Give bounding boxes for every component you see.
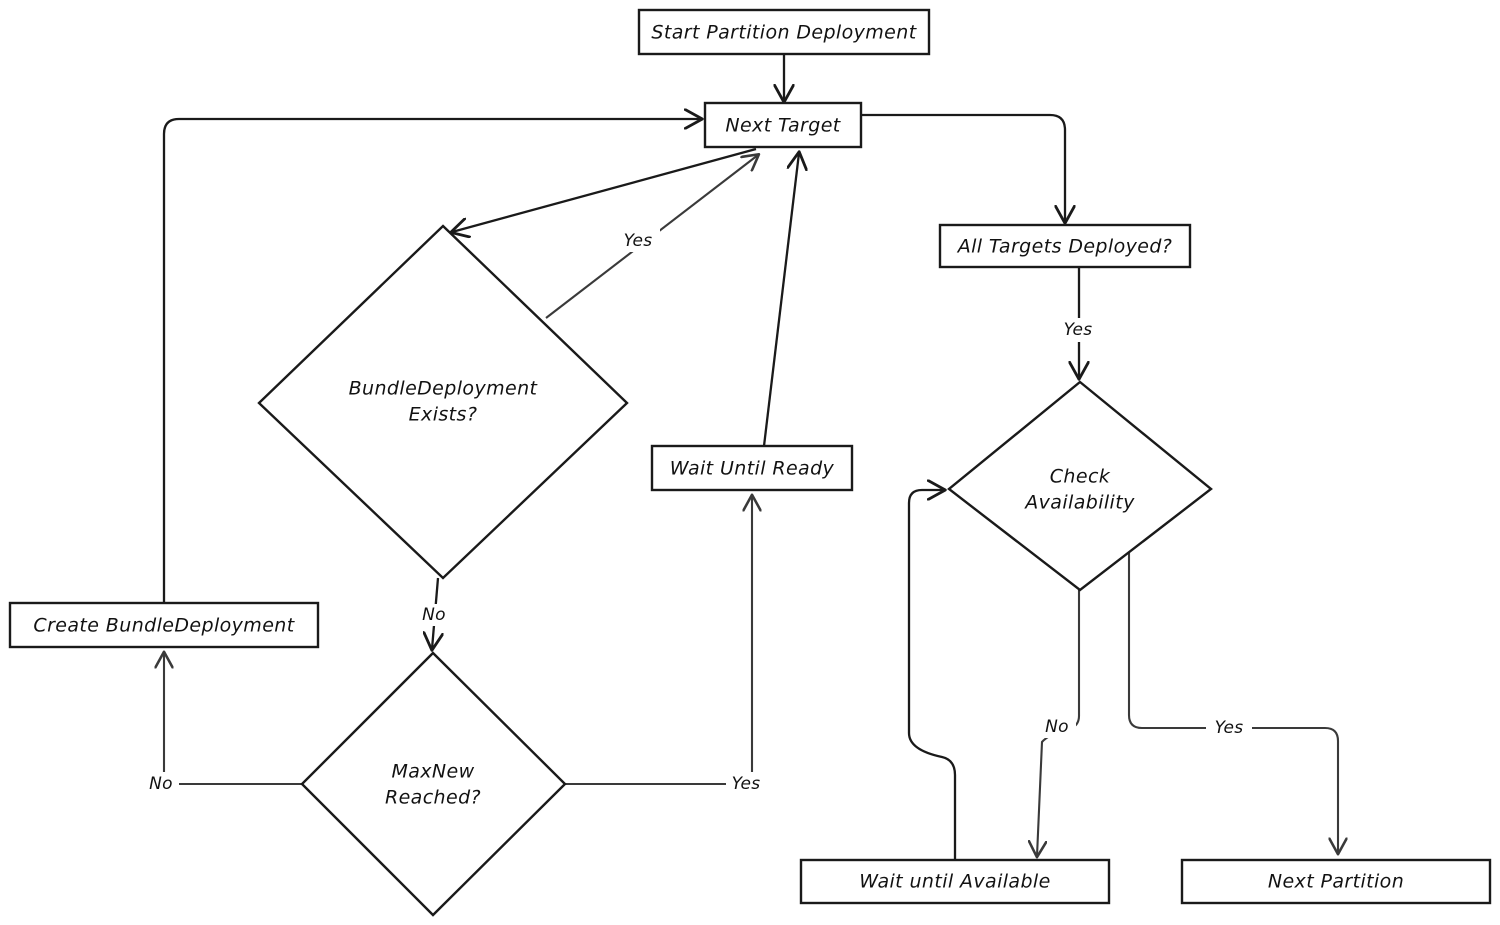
edge-maxnew-yes-to-wait-ready: Yes	[565, 496, 768, 796]
edge-label-bg	[1040, 714, 1076, 738]
node-next-target[interactable]: Next Target	[703, 101, 863, 149]
node-shape-rect	[1180, 858, 1492, 905]
edge-check-avail-no-to-wait-avail: No	[1037, 590, 1081, 856]
edge-all-deployed-yes-to-check-avail: Yes	[1056, 268, 1100, 378]
node-label-all-deployed: All Targets Deployed?	[956, 236, 1173, 258]
edge-maxnew-no-to-create-bd: No	[143, 653, 302, 796]
edge-next-target-to-all-deployed	[861, 113, 1065, 222]
node-label-check-avail-line1: Check	[1050, 466, 1111, 488]
edge-bd-exists-no-to-maxnew: No	[415, 577, 449, 649]
edge-next-target-to-bd-exists	[452, 147, 757, 232]
edge-label-check-no: No	[1045, 717, 1069, 737]
edge-label-bg	[1056, 318, 1100, 342]
node-label-maxnew-line1: MaxNew	[391, 761, 474, 783]
edge-label-bg	[614, 228, 660, 252]
node-label-bd-exists-line2: Exists?	[409, 404, 478, 426]
node-label-wait-ready: Wait Until Ready	[670, 458, 835, 480]
node-label-maxnew-line2: Reached?	[385, 787, 481, 809]
edge-bd-exists-yes-to-next-target: Yes	[545, 155, 758, 319]
edge-label-bg	[415, 604, 449, 626]
edge-label-maxnew-no: No	[149, 774, 173, 794]
edge-label-bg	[1206, 716, 1252, 740]
node-bundledeployment-exists[interactable]: BundleDeployment Exists?	[257, 224, 629, 580]
node-next-partition[interactable]: Next Partition	[1180, 858, 1492, 905]
edge-label-bg	[726, 772, 768, 796]
node-all-targets-deployed[interactable]: All Targets Deployed?	[938, 223, 1192, 269]
node-label-bd-exists-line1: BundleDeployment	[349, 378, 539, 400]
node-label-next-target: Next Target	[725, 115, 841, 137]
edge-wait-avail-to-check-avail	[907, 490, 957, 903]
node-shape-diamond	[947, 380, 1213, 592]
edge-label-bg	[143, 772, 179, 796]
node-shape-diamond	[300, 651, 567, 917]
edge-create-bd-to-next-target	[162, 119, 701, 603]
node-check-availability[interactable]: Check Availability	[947, 380, 1213, 592]
node-shape-rect	[703, 101, 863, 149]
node-start-partition-deployment[interactable]: Start Partition Deployment	[637, 8, 931, 56]
edge-label-all-deployed-yes: Yes	[1064, 320, 1093, 340]
node-wait-until-available[interactable]: Wait until Available	[799, 858, 1111, 905]
node-shape-rect	[799, 858, 1111, 905]
node-label-wait-avail: Wait until Available	[859, 871, 1050, 893]
edge-label-maxnew-yes: Yes	[732, 774, 761, 794]
node-create-bundledeployment[interactable]: Create BundleDeployment	[8, 601, 320, 649]
node-shape-diamond	[257, 224, 629, 580]
node-maxnew-reached[interactable]: MaxNew Reached?	[300, 651, 567, 917]
node-label-start: Start Partition Deployment	[651, 22, 917, 44]
node-shape-rect	[938, 223, 1192, 269]
node-shape-rect	[8, 601, 320, 649]
edge-check-avail-yes-to-next-part: Yes	[1127, 543, 1338, 853]
edge-label-check-yes: Yes	[1215, 718, 1244, 738]
node-shape-rect	[650, 444, 854, 492]
node-label-create-bd: Create BundleDeployment	[33, 615, 295, 637]
node-shape-rect	[637, 8, 931, 56]
edge-wait-ready-to-next-target	[762, 153, 799, 447]
edge-label-bd-no: No	[422, 605, 446, 625]
node-wait-until-ready[interactable]: Wait Until Ready	[650, 444, 854, 492]
node-label-next-part: Next Partition	[1268, 871, 1404, 893]
node-label-check-avail-line2: Availability	[1023, 492, 1135, 514]
edge-label-bd-yes: Yes	[624, 231, 653, 251]
